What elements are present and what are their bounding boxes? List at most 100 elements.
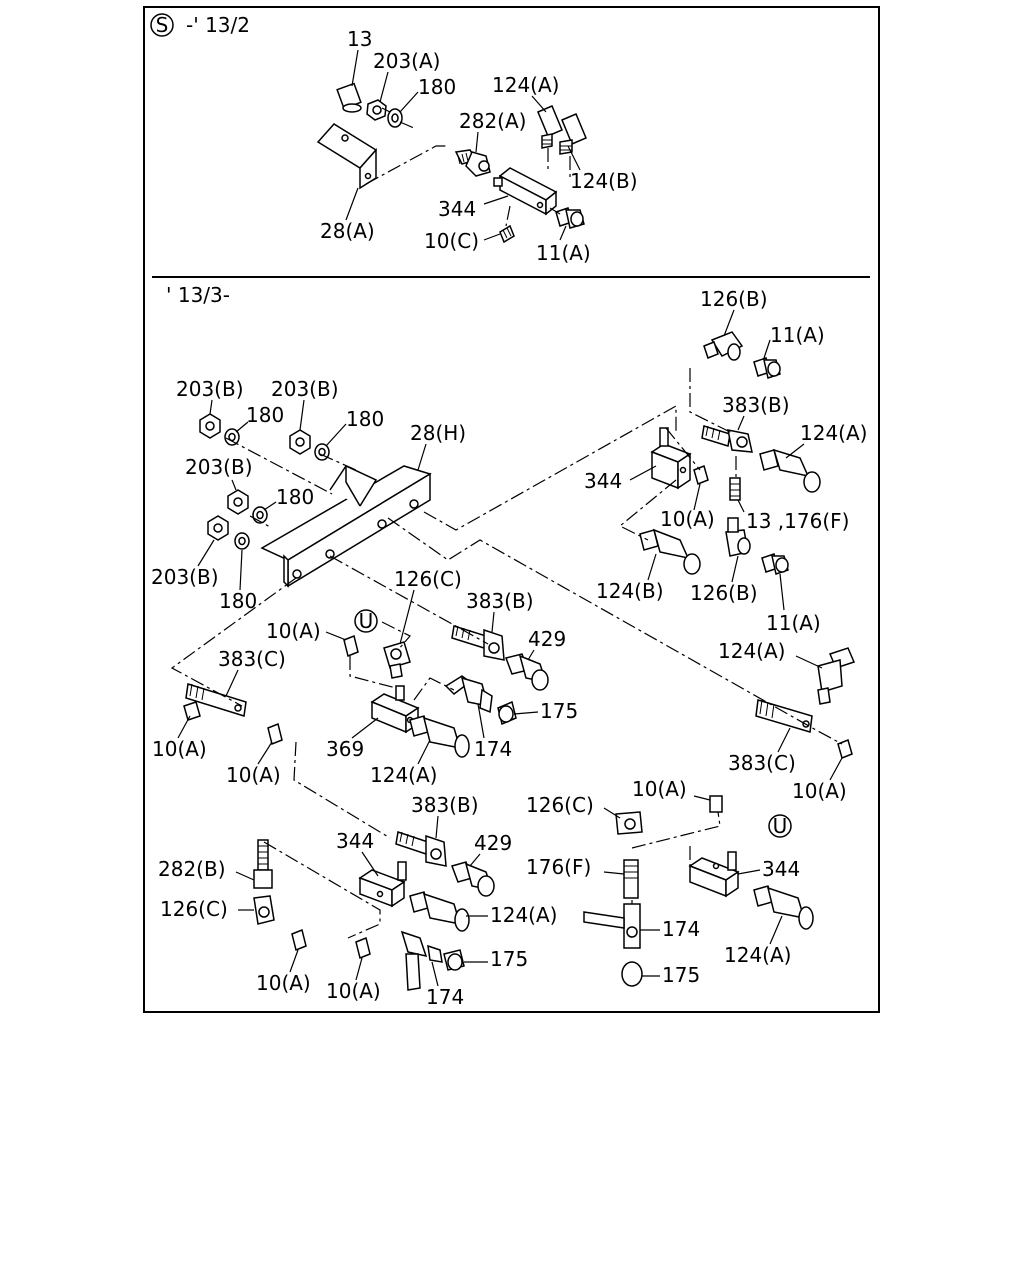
callout-U-2: U: [768, 814, 792, 838]
part-344-block-low: [358, 861, 407, 908]
label-28H: 28(H): [410, 421, 466, 445]
part-10A-plug-low-2: [355, 936, 371, 960]
part-383C-union-right: [755, 699, 813, 733]
label-10A-left-1: 10(A): [152, 737, 207, 761]
label-11A-r1: 11(A): [770, 323, 825, 347]
label-383B-low: 383(B): [411, 793, 479, 817]
label-124A-top: 124(A): [492, 73, 559, 97]
part-13-176F-fitting: [729, 477, 741, 501]
part-282B-fitting: [253, 839, 273, 889]
label-203B-1: 203(B): [176, 377, 244, 401]
label-124A-low-right: 124(A): [724, 943, 791, 967]
part-126C-elbow-low: [253, 895, 275, 925]
part-174-valve-mid: [444, 675, 493, 714]
part-203B-nut-4: [207, 515, 229, 541]
part-124A-switch-low-right: [753, 885, 814, 930]
part-11A-plug-top: [753, 357, 781, 379]
label-174-low: 174: [426, 985, 464, 1009]
label-180-3: 180: [276, 485, 314, 509]
part-126B-elbow-top: [703, 331, 744, 361]
part-28A-bracket: [316, 123, 378, 190]
part-344-block-low-right: [688, 851, 740, 898]
part-124B-switch-right: [639, 528, 701, 575]
label-126B-top: 126(B): [700, 287, 768, 311]
label-10A-low-2: 10(A): [326, 979, 381, 1003]
part-176F-fitting: [623, 859, 639, 899]
label-10A-mid: 10(A): [266, 619, 321, 643]
part-10A-plug-left-2: [267, 722, 283, 746]
part-429-switch-low: [451, 861, 495, 897]
part-124B-switch: [559, 113, 587, 155]
part-10C-plug: [499, 224, 515, 244]
part-180-washer: [387, 108, 403, 128]
part-124A-switch-mid: [409, 715, 470, 758]
part-180-washer-4: [234, 532, 250, 550]
label-10A-right: 10(A): [792, 779, 847, 803]
label-180-1: 180: [246, 403, 284, 427]
part-429-switch-mid: [505, 653, 549, 691]
label-203B-2: 203(B): [271, 377, 339, 401]
part-labels: 13 203(A) 180 124(A) 282(A) 124(B) 344 2…: [151, 27, 867, 1009]
label-344-low-right: 344: [762, 857, 800, 881]
svg-text:U: U: [773, 814, 788, 838]
label-175-mid: 175: [540, 699, 578, 723]
label-10A-left-2: 10(A): [226, 763, 281, 787]
label-10A-low-right: 10(A): [632, 777, 687, 801]
label-180: 180: [418, 75, 456, 99]
callout-U-1: U: [354, 609, 378, 633]
part-10A-plug-left-1: [183, 701, 201, 721]
bottom-section-parts: U U: [170, 331, 856, 991]
label-282B: 282(B): [158, 857, 226, 881]
label-124A-r1: 124(A): [800, 421, 867, 445]
part-174-valve-low-right: [583, 903, 641, 949]
label-344-low: 344: [336, 829, 374, 853]
label-126B-mid: 126(B): [690, 581, 758, 605]
part-344-block-right: [650, 427, 692, 490]
label-174-low-right: 174: [662, 917, 700, 941]
part-11A-plug-mid: [761, 553, 789, 575]
badge-letter: S: [156, 13, 169, 37]
label-10A-low-1: 10(A): [256, 971, 311, 995]
label-124A-mid: 124(A): [370, 763, 437, 787]
part-126C-elbow-mid: [383, 641, 411, 679]
label-383C-right: 383(C): [728, 751, 796, 775]
top-section-range: -' 13/2: [186, 13, 250, 37]
part-203B-nut-2: [289, 429, 311, 455]
label-383B-top: 383(B): [722, 393, 790, 417]
label-429-mid: 429: [528, 627, 566, 651]
label-344-r: 344: [584, 469, 622, 493]
part-10A-plug-right-2: [837, 738, 853, 760]
part-124A-switch-low: [409, 891, 470, 932]
label-28A: 28(A): [320, 219, 375, 243]
part-10A-plug-low-1: [291, 928, 307, 952]
part-282A-fitting: [454, 149, 491, 177]
part-383C-union-left: [185, 683, 247, 717]
label-174-mid: 174: [474, 737, 512, 761]
part-13: [336, 82, 362, 113]
badge-circle: [150, 13, 174, 37]
label-429-low: 429: [474, 831, 512, 855]
part-126B-elbow-mid: [725, 517, 751, 557]
label-344-top: 344: [438, 197, 476, 221]
label-175-low-right: 175: [662, 963, 700, 987]
part-174-valve-low: [400, 930, 443, 991]
label-124A-low: 124(A): [490, 903, 557, 927]
label-124A-far-right: 124(A): [718, 639, 785, 663]
diagram-frame: [143, 6, 880, 1013]
label-282A: 282(A): [459, 109, 526, 133]
label-126C-low-right: 126(C): [526, 793, 594, 817]
label-10A-r1: 10(A): [660, 507, 715, 531]
label-126C-mid: 126(C): [394, 567, 462, 591]
part-124A-switch: [537, 105, 563, 149]
part-383B-union-low: [395, 831, 447, 867]
label-13-176F: 13 ,176(F): [746, 509, 849, 533]
part-175-cap-low-right: [621, 961, 643, 987]
part-124A-switch-right: [759, 448, 821, 493]
label-124B-top: 124(B): [570, 169, 638, 193]
label-383C-left: 383(C): [218, 647, 286, 671]
part-203A-nut: [366, 99, 387, 121]
part-203B-nut-3: [227, 489, 249, 515]
part-203B-nut-1: [199, 413, 221, 439]
label-176F: 176(F): [526, 855, 591, 879]
